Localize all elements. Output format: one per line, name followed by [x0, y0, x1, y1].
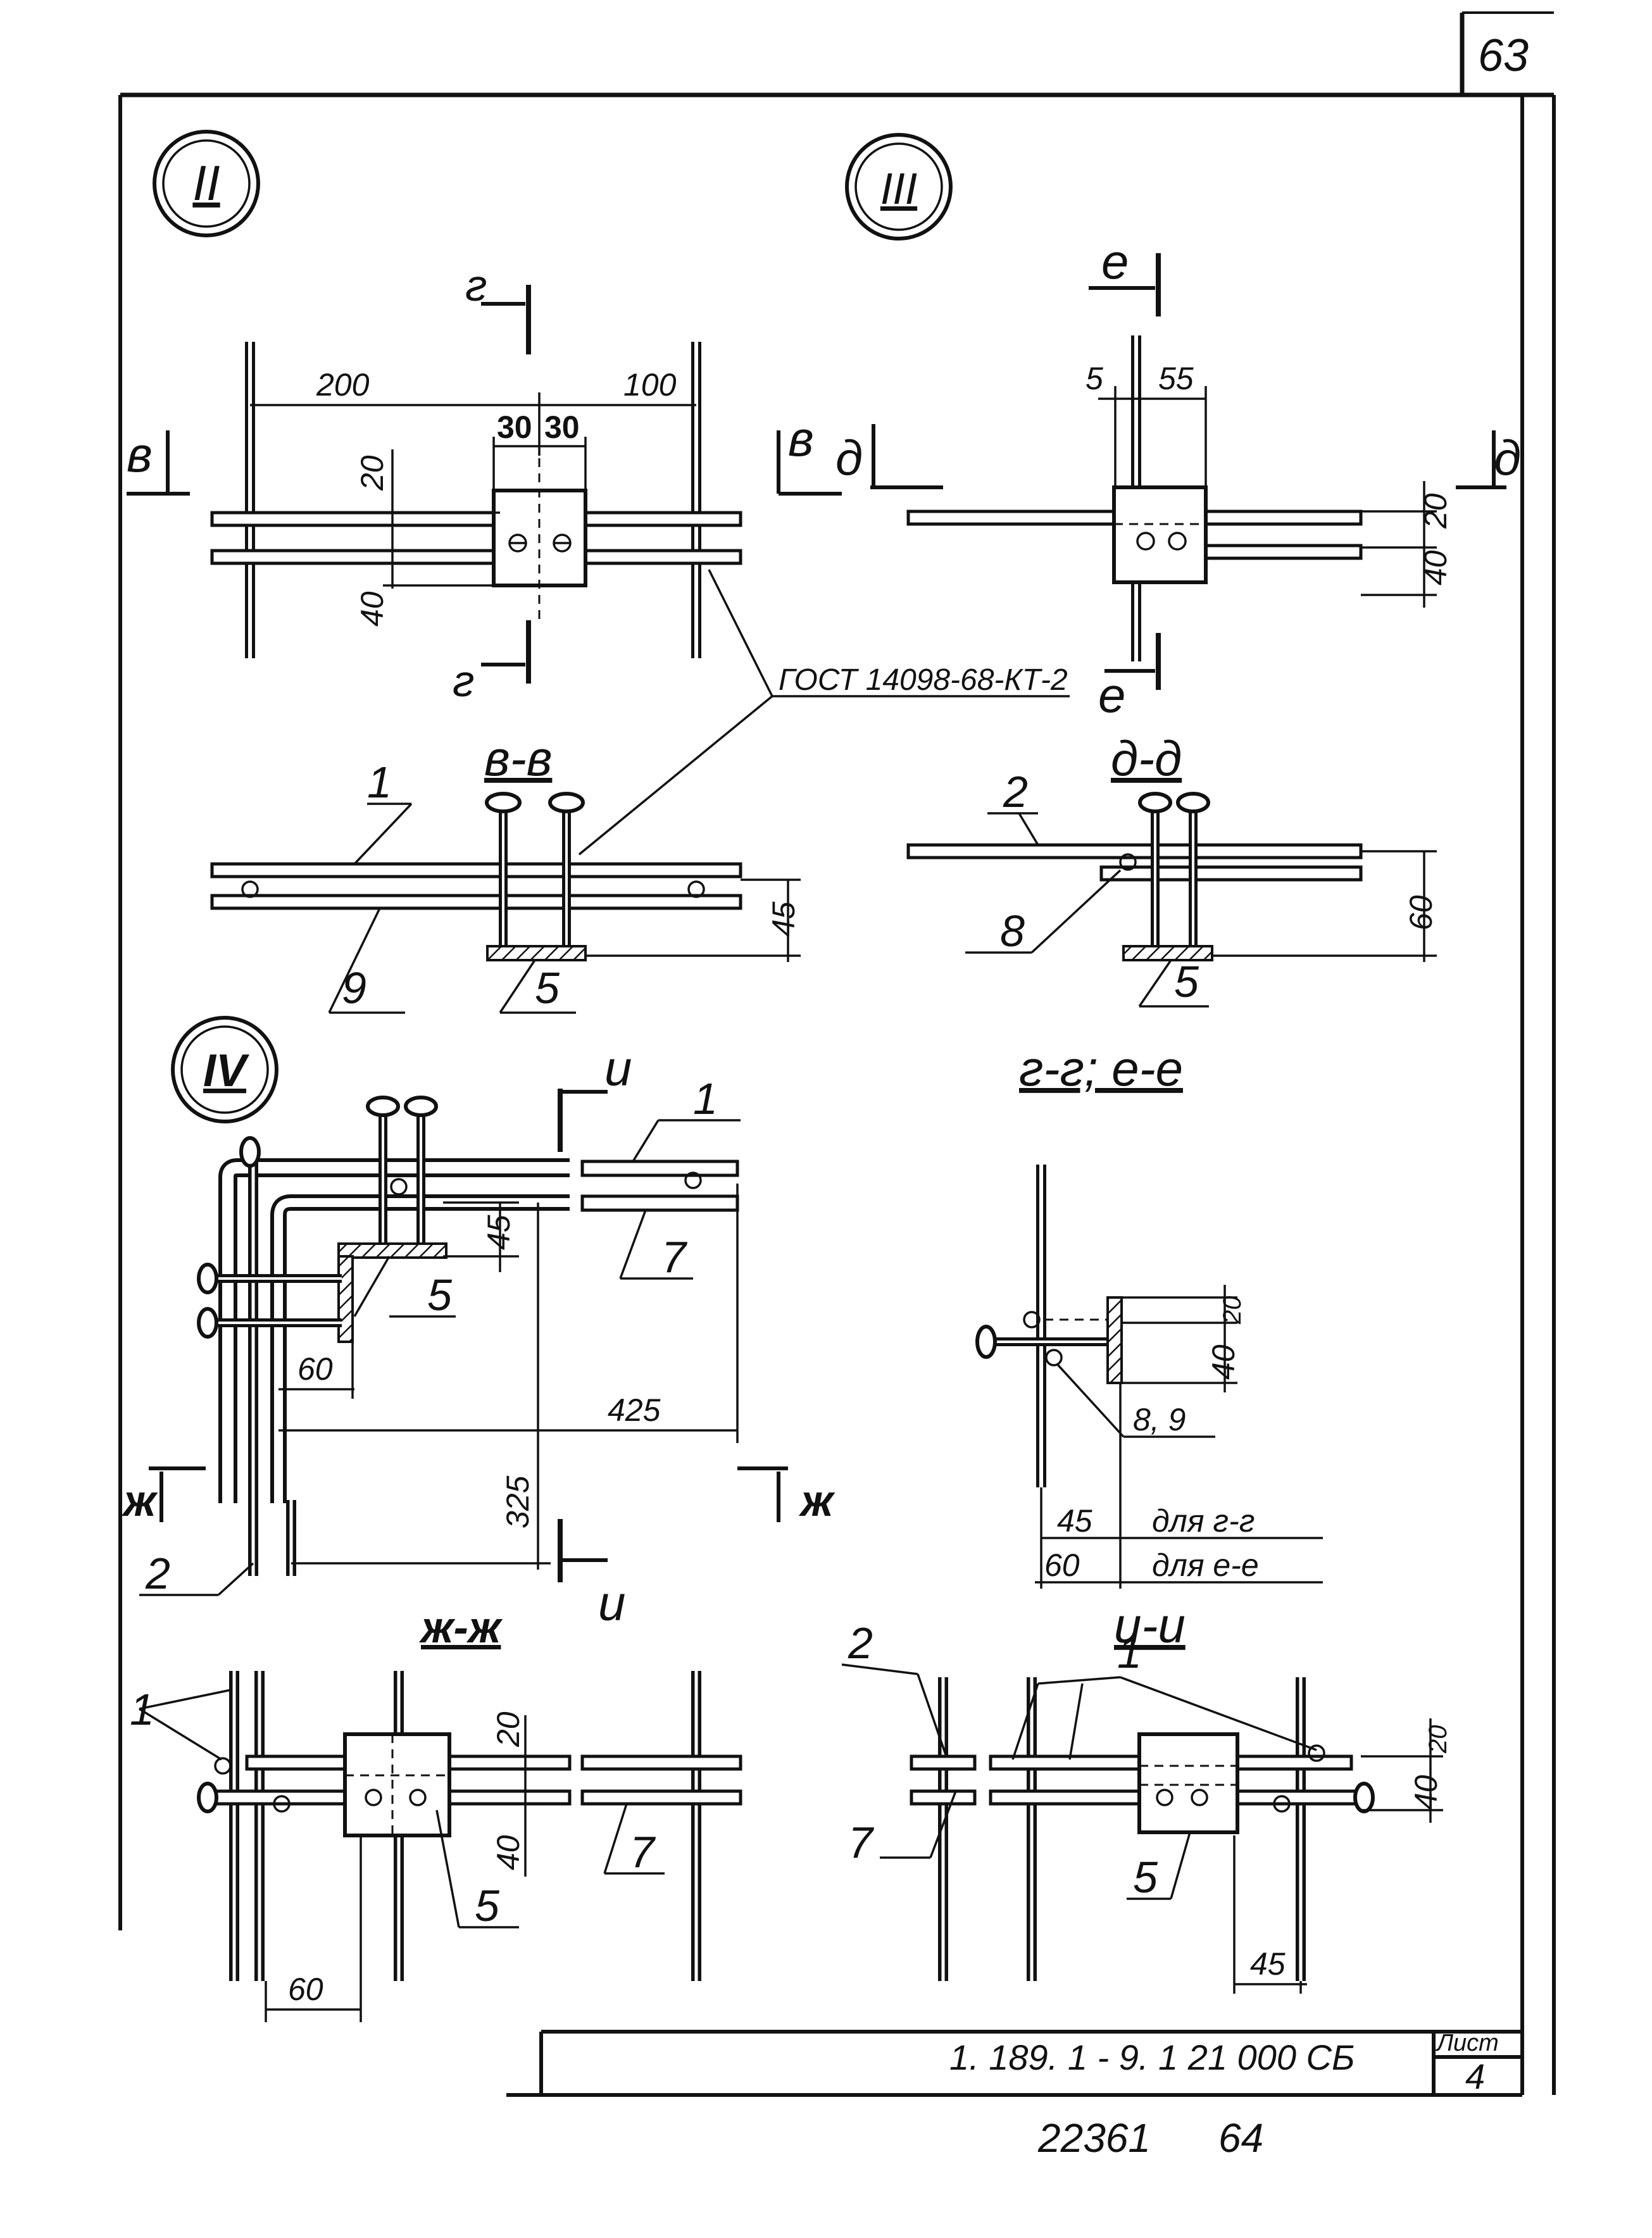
view-ii-label: II: [192, 155, 220, 211]
inventory-number: 22361: [1037, 2115, 1151, 2161]
gost-note: ГОСТ 14098-68-КТ-2: [779, 663, 1068, 697]
cut-letter-e-top: е: [1101, 234, 1129, 289]
vv-pos-5: 5: [535, 963, 560, 1013]
ii-pos-1: 1: [1117, 1628, 1142, 1677]
section-zhzh: [139, 1671, 742, 2022]
dim-40-ii-sec: 40: [1408, 1775, 1444, 1810]
dim-20-ii-sec: 20: [1424, 1725, 1452, 1754]
section-title-vv: в-в: [484, 730, 552, 786]
dim-45-gg: 45: [1057, 1503, 1092, 1539]
dim-325: 325: [500, 1475, 535, 1528]
section-dd: [906, 792, 1437, 1008]
dim-425: 425: [608, 1392, 661, 1428]
dim-45-iv: 45: [481, 1215, 516, 1250]
view-ii-marker: II: [153, 130, 260, 237]
cut-letter-zh-left: ж: [121, 1476, 158, 1525]
dim-40-iii: 40: [1418, 550, 1453, 585]
cut-letter-g-bottom: г: [453, 656, 475, 706]
vv-pos-1: 1: [367, 758, 392, 807]
cut-letter-i-top: и: [604, 1041, 632, 1096]
view-iv-corner: [139, 1089, 788, 1596]
sheet-number: 4: [1465, 2056, 1485, 2096]
dim-8-9: 8, 9: [1133, 1402, 1186, 1437]
legend-for-ee: для е-е: [1152, 1547, 1259, 1583]
dim-55: 55: [1158, 361, 1194, 396]
sheet-label: Лист: [1435, 2030, 1499, 2056]
title-block: [506, 2030, 1522, 2097]
section-ii: [841, 1663, 1443, 1994]
view-iii-label: III: [880, 164, 917, 213]
view-iii-plan: [870, 253, 1506, 690]
dim-30-left: 30: [497, 409, 532, 445]
dim-60-ee: 60: [1044, 1547, 1080, 1583]
cut-letter-i-bottom: и: [598, 1575, 625, 1631]
dd-pos-8: 8: [1000, 906, 1025, 956]
view-ii-plan: [127, 285, 842, 684]
zhzh-pos-5: 5: [475, 1881, 500, 1930]
dim-20-gg: 20: [1218, 1296, 1246, 1325]
view-iv-label: IV: [203, 1046, 250, 1096]
legend-for-gg: для г-г: [1152, 1503, 1255, 1539]
view-iii-marker: III: [845, 133, 953, 241]
dim-45-ii-sec: 45: [1250, 1946, 1286, 1982]
ii-pos-2: 2: [848, 1618, 873, 1668]
view-iv-marker: IV: [171, 1016, 278, 1123]
dim-40-ii: 40: [354, 591, 390, 627]
iv-pos-1: 1: [693, 1074, 718, 1123]
dd-pos-2: 2: [1003, 767, 1028, 816]
cut-letter-e-bottom: е: [1098, 667, 1125, 723]
zhzh-pos-1: 1: [130, 1685, 154, 1734]
dim-60-zhzh: 60: [288, 1972, 323, 2007]
section-title-dd: д-д: [1111, 730, 1182, 786]
dim-40-zhzh: 40: [491, 1835, 526, 1870]
dim-200: 200: [316, 367, 370, 403]
section-title-zhzh: ж-ж: [418, 1603, 503, 1652]
cut-letter-v-left: в: [127, 427, 153, 482]
zhzh-pos-7: 7: [630, 1827, 656, 1877]
section-title-gg-ee: г-г; е-е: [1019, 1041, 1183, 1096]
dim-100: 100: [623, 367, 677, 403]
ii-pos-7: 7: [848, 1818, 875, 1867]
gost-leader: [578, 569, 1070, 856]
dd-pos-5: 5: [1174, 957, 1199, 1006]
footer-number: 64: [1218, 2115, 1263, 2161]
drawing-code: 1. 189. 1 - 9. 1 21 000 СБ: [949, 2037, 1355, 2077]
cut-letter-d-left: д: [835, 430, 863, 485]
iv-pos-7: 7: [661, 1232, 688, 1282]
dim-40-gg: 40: [1206, 1344, 1241, 1380]
drawing-frame: [118, 11, 1556, 2095]
dim-60-dd: 60: [1403, 895, 1439, 930]
section-vv: [210, 792, 801, 1014]
dim-20-iii: 20: [1418, 493, 1453, 529]
iv-pos-5: 5: [427, 1270, 453, 1320]
iv-pos-2: 2: [145, 1549, 170, 1598]
ii-pos-5: 5: [1133, 1853, 1158, 1902]
section-gg-ee: [975, 1165, 1323, 1589]
dim-20-ii: 20: [354, 455, 390, 491]
cut-letter-zh-right: ж: [798, 1476, 835, 1525]
cut-letter-d-right: д: [1494, 430, 1521, 485]
section-title-ii: и-и: [1114, 1597, 1186, 1653]
dim-60-iv: 60: [297, 1351, 333, 1387]
dim-30-right: 30: [544, 409, 580, 445]
dim-20-zhzh: 20: [491, 1711, 526, 1747]
cut-letter-v-right: в: [788, 411, 814, 466]
dim-5: 5: [1086, 361, 1103, 396]
vv-pos-9: 9: [342, 963, 366, 1013]
dim-45-vv: 45: [766, 901, 801, 937]
cut-letter-g-top: г: [465, 261, 487, 310]
page-number: 63: [1478, 30, 1529, 81]
